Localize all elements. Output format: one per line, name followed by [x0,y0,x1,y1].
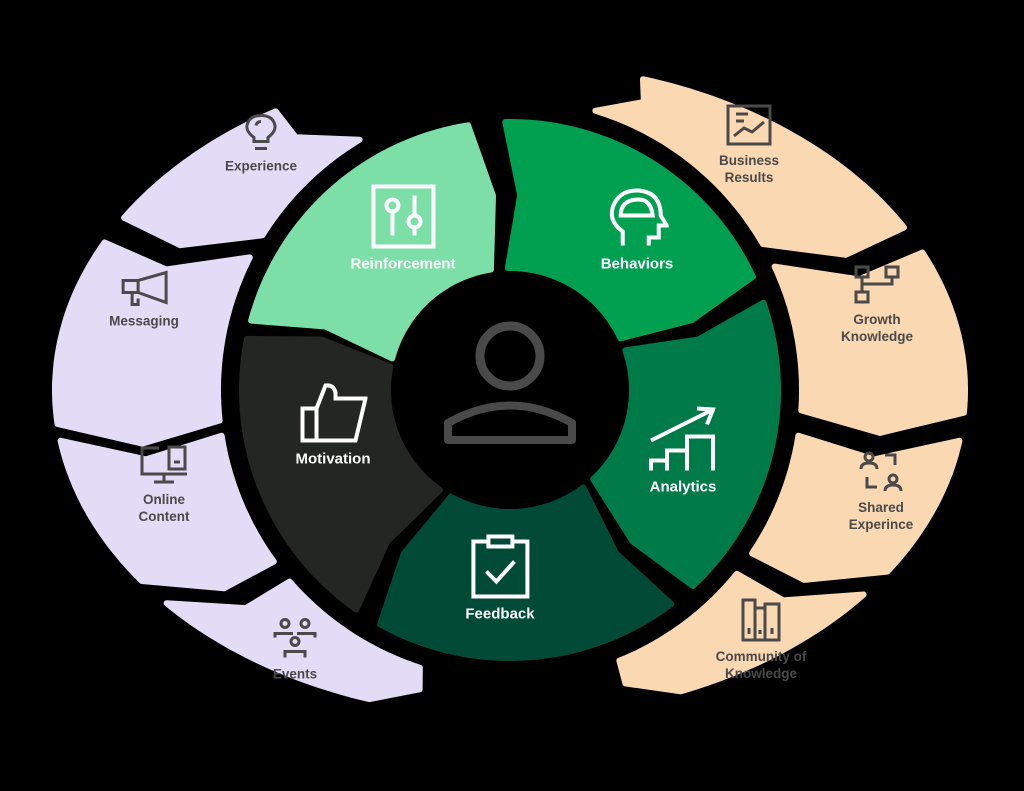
label-shared-experince: Shared Experince [848,500,914,532]
outer-segment-right-0 [592,76,907,258]
people-exchange-icon [859,451,903,492]
segment-business-results: Business Results [709,104,789,186]
label-growth-knowledge: Growth Knowledge [840,312,913,344]
hierarchy-icon [854,265,900,304]
label-feedback: Feedback [465,605,535,623]
head-brain-icon [610,188,669,246]
segment-analytics: Analytics [647,405,719,496]
segment-experience: Experience [224,113,298,175]
outer-segment-left-3 [163,578,423,703]
segment-community-of-knowledge: Community of Knowledge [706,598,816,682]
label-business-results: Business Results [718,153,780,185]
segment-reinforcement: Reinforcement [350,184,456,273]
outer-segment-left-2 [57,432,277,592]
label-experience: Experience [224,158,298,174]
segment-motivation: Motivation [296,383,371,468]
outer-segment-right-1 [771,249,968,436]
outer-segment-left-1 [52,239,253,447]
label-events: Events [272,666,318,682]
segment-messaging: Messaging [109,270,179,330]
clipboard-check-icon [470,534,529,599]
label-online-content: Online Content [138,492,190,524]
segment-online-content: Online Content [129,445,199,525]
label-reinforcement: Reinforcement [350,255,456,273]
computer-icon [140,445,187,484]
segment-feedback: Feedback [465,534,535,623]
thumbs-up-icon [300,383,367,443]
outer-segment-left-0 [121,108,363,249]
growth-chart-icon [649,406,716,471]
chart-board-icon [726,104,772,146]
group-icon [273,618,317,658]
label-behaviors: Behaviors [600,255,674,273]
label-community-of-knowledge: Community of Knowledge [715,649,807,681]
lightbulb-icon [245,113,277,150]
segment-behaviors: Behaviors [600,188,674,273]
segment-shared-experience: Shared Experince [841,451,921,533]
label-motivation: Motivation [295,450,371,468]
label-messaging: Messaging [109,313,179,329]
segment-growth-knowledge: Growth Knowledge [837,265,917,345]
books-icon [741,598,781,642]
sliders-icon [371,184,435,249]
segment-events: Events [271,618,319,683]
outer-segment-right-2 [749,432,963,583]
person-icon [444,321,576,444]
inner-segment-behaviors [502,119,756,342]
megaphone-icon [121,270,168,306]
inner-segment-motivation [239,335,443,613]
label-analytics: Analytics [649,478,717,496]
